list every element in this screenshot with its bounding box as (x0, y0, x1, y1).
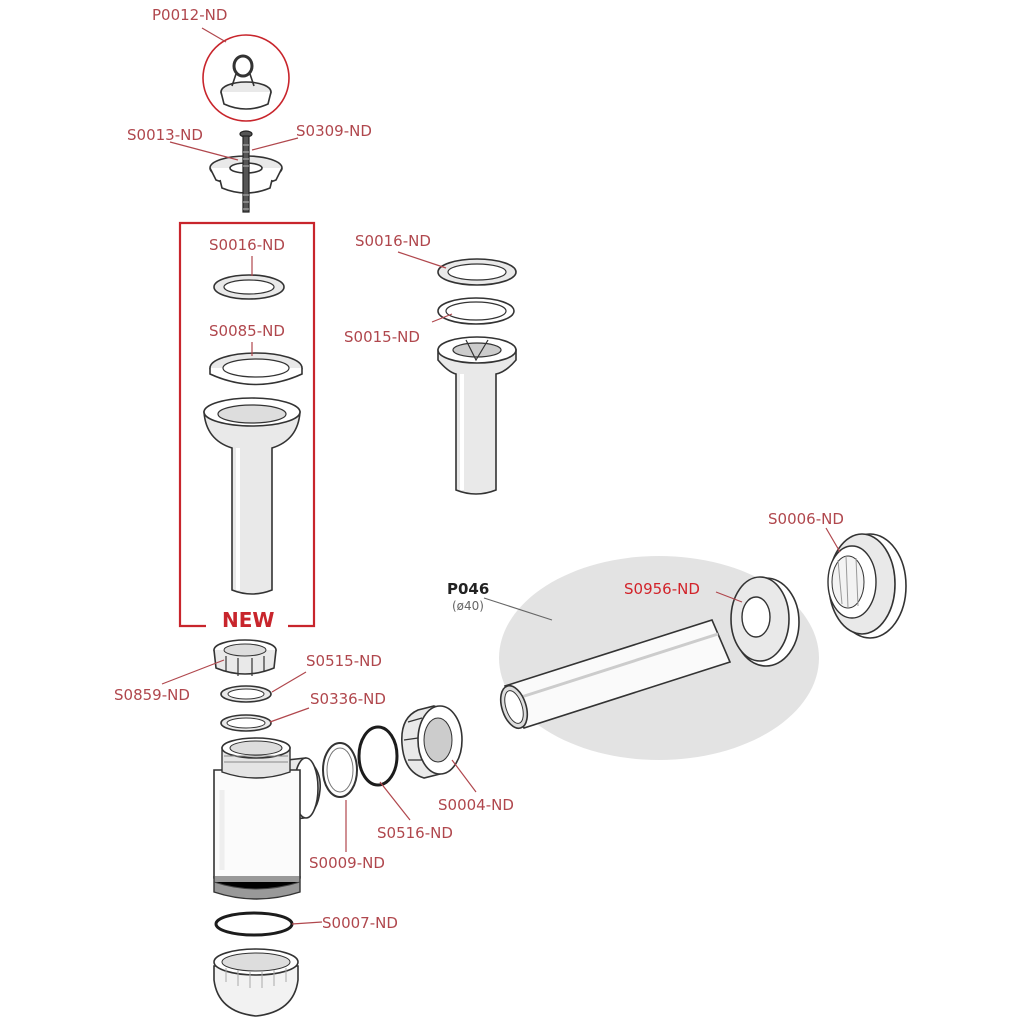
label-p046: P046 (447, 580, 489, 598)
new-badge: NEW (222, 608, 274, 632)
drain-tube-kit (203, 397, 301, 595)
label-p0012: P0012-ND (152, 6, 227, 24)
new-kit-frame: NEW (178, 221, 316, 632)
o-ring-s0516 (357, 725, 399, 787)
label-s0956: S0956-ND (624, 580, 700, 598)
label-s0004: S0004-ND (438, 796, 514, 814)
label-s0515: S0515-ND (306, 652, 382, 670)
seal-ring-s0009 (322, 742, 358, 798)
seal-ring-s0085 (209, 352, 303, 386)
seal-ring-s0016-kit (213, 274, 285, 300)
label-s0016-kit: S0016-ND (209, 236, 285, 254)
label-s0309: S0309-ND (296, 122, 372, 140)
label-s0336: S0336-ND (310, 690, 386, 708)
seal-ring-s0336 (220, 714, 272, 732)
seal-ring-s0016-alt (437, 258, 517, 286)
label-p046-diameter: (ø40) (452, 599, 484, 613)
label-s0516: S0516-ND (377, 824, 453, 842)
label-s0015: S0015-ND (344, 328, 420, 346)
siphon-cup (213, 948, 299, 1017)
cover-cap-s0006 (827, 533, 907, 639)
union-nut-s0859 (213, 639, 277, 676)
rosette-s0956 (730, 576, 800, 667)
screw-s0309 (239, 130, 253, 213)
label-s0016-alt: S0016-ND (355, 232, 431, 250)
stopper-plug-p0012 (202, 34, 290, 122)
label-s0085: S0085-ND (209, 322, 285, 340)
leader-lines (161, 27, 841, 925)
label-s0859: S0859-ND (114, 686, 190, 704)
siphon-body (213, 737, 322, 900)
label-s0007: S0007-ND (322, 914, 398, 932)
label-s0009: S0009-ND (309, 854, 385, 872)
label-s0006: S0006-ND (768, 510, 844, 528)
seal-ring-s0015 (437, 297, 515, 325)
o-ring-s0007 (214, 911, 294, 937)
label-s0013: S0013-ND (127, 126, 203, 144)
union-nut-s0004 (401, 705, 463, 779)
drain-tube-alt (437, 336, 517, 495)
cone-seal-s0515 (220, 685, 272, 703)
wall-pipe-p046 (499, 619, 732, 730)
